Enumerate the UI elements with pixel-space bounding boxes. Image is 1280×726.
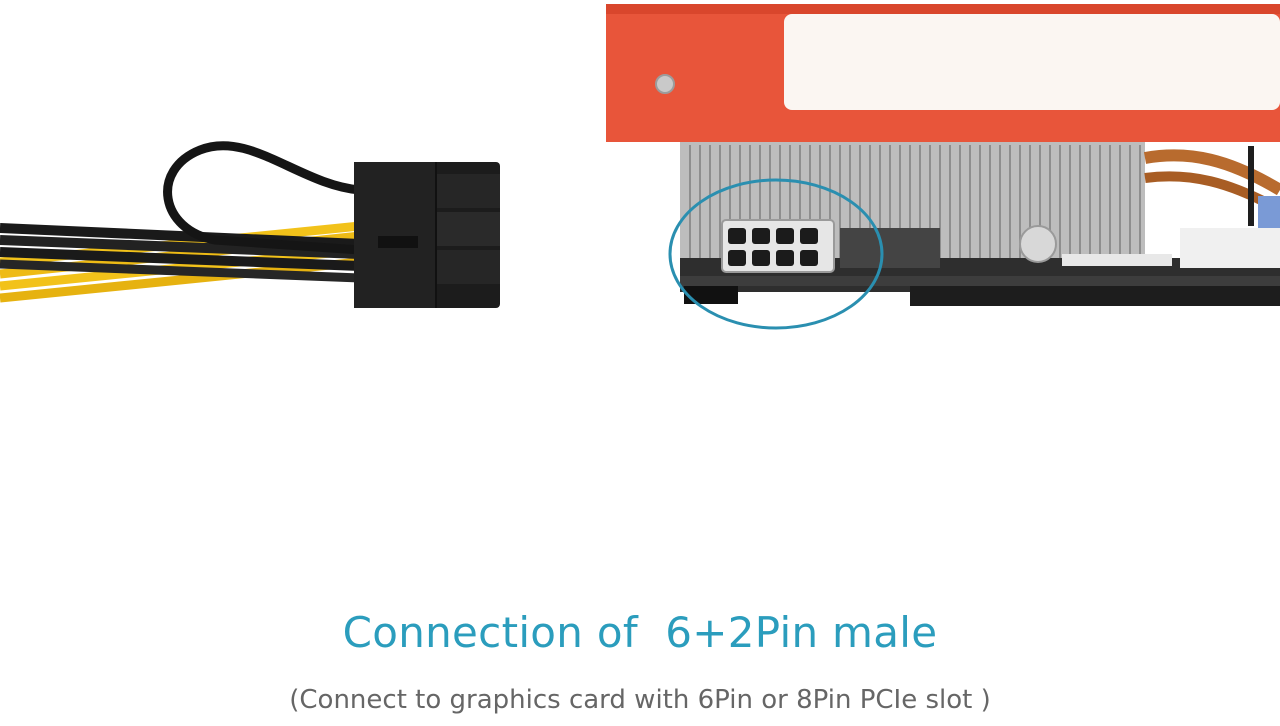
card-8pin-socket bbox=[721, 219, 835, 273]
heat-pipes bbox=[1143, 146, 1280, 232]
caption-subtitle: (Connect to graphics card with 6Pin or 8… bbox=[289, 685, 991, 715]
pcie-cable-image bbox=[0, 141, 500, 308]
graphics-card-image bbox=[606, 4, 1280, 330]
connector-body bbox=[354, 162, 500, 308]
caption-title: Connection of 6+2Pin male bbox=[342, 608, 938, 657]
highlight-ring bbox=[668, 178, 884, 330]
product-photo bbox=[0, 4, 1280, 330]
screw bbox=[655, 74, 675, 94]
black-wires bbox=[0, 223, 361, 283]
loop-wire bbox=[163, 141, 361, 255]
